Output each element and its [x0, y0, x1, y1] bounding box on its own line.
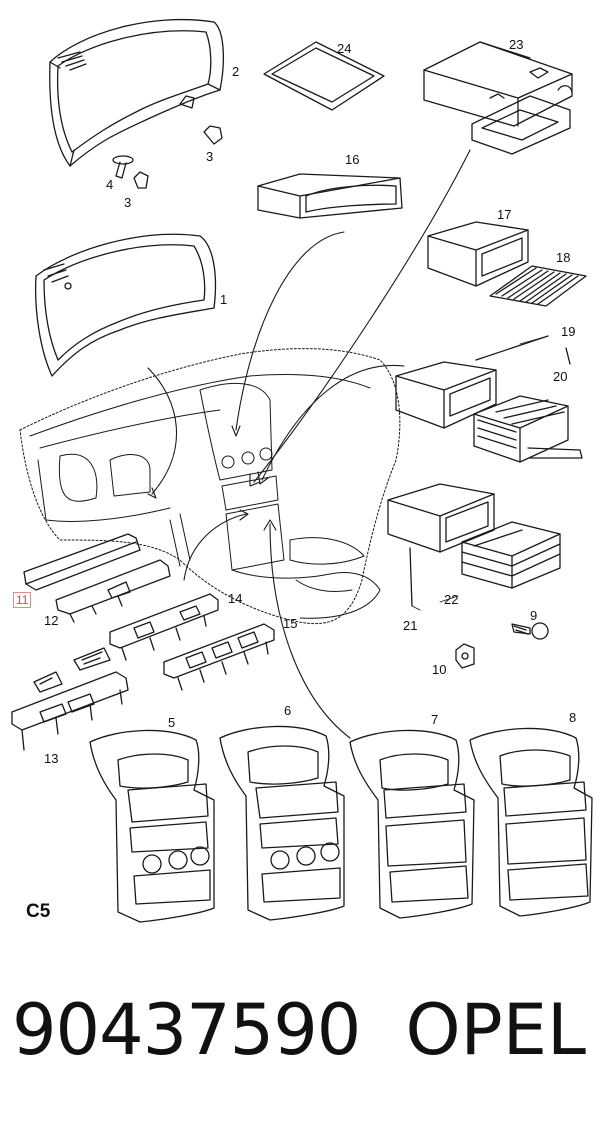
instrument-hood-upper-part — [50, 20, 224, 166]
callout-19: 19 — [561, 324, 576, 339]
footer: 90437590 OPEL — [0, 995, 600, 1085]
dashboard-assembly — [20, 349, 400, 624]
storage-tray-part — [258, 174, 402, 218]
callout-3b: 3 — [124, 195, 132, 210]
arrow-box-to-dash — [254, 150, 470, 482]
callout-11: 11 — [13, 592, 32, 608]
callout-1: 1 — [220, 292, 228, 307]
center-bezel-6-part — [220, 726, 344, 920]
lower-pocket-part — [388, 484, 494, 606]
nut-clip-part — [456, 644, 474, 668]
leader-lines — [412, 336, 548, 610]
callout-17: 17 — [497, 207, 512, 222]
radio-pocket-part — [396, 336, 548, 428]
assembly-arrows — [148, 150, 470, 738]
cassette-stack-part — [462, 522, 560, 588]
callout-18: 18 — [556, 250, 571, 265]
callout-24: 24 — [337, 41, 352, 56]
callout-8: 8 — [569, 710, 577, 725]
section-code-label: C5 — [26, 901, 51, 922]
arrow-switch-to-dash — [184, 514, 246, 580]
screw-part — [512, 623, 548, 639]
callout-7: 7 — [431, 712, 439, 727]
callout-6: 6 — [284, 703, 292, 718]
storage-mat-part — [264, 42, 384, 110]
callout-3a: 3 — [206, 149, 214, 164]
storage-box-part — [424, 42, 572, 154]
arrow-tray-to-dash — [236, 232, 344, 430]
callout-5: 5 — [168, 715, 176, 730]
brand-name: OPEL — [405, 989, 586, 1071]
callout-14: 14 — [228, 591, 243, 606]
center-bezel-8-part — [470, 728, 592, 916]
part-number: 90437590 — [12, 989, 361, 1071]
switch-panel-small-part — [110, 594, 218, 660]
callout-9: 9 — [530, 608, 538, 623]
callout-21: 21 — [403, 618, 418, 633]
callout-4: 4 — [106, 177, 114, 192]
exploded-parts-diagram — [0, 0, 600, 960]
arrow-bezel7-to-dash — [270, 524, 350, 738]
switch-panel-part — [56, 560, 170, 622]
callout-20: 20 — [553, 369, 568, 384]
callout-22: 22 — [444, 592, 459, 607]
switch-panel-left-part — [12, 648, 128, 750]
callout-13: 13 — [44, 751, 59, 766]
callout-23: 23 — [509, 37, 524, 52]
switch-panel-large-part — [164, 624, 274, 690]
center-bezel-7-part — [350, 730, 474, 918]
arrow-hood-to-dash — [148, 368, 177, 494]
ribbed-mat-part — [490, 266, 586, 306]
callout-12: 12 — [44, 613, 59, 628]
clip-part — [134, 126, 222, 188]
instrument-hood-lower-part — [36, 234, 216, 376]
callout-10: 10 — [432, 662, 447, 677]
center-bezel-5-part — [90, 730, 214, 922]
arrow-pocket-to-dash — [262, 365, 404, 480]
callout-15: 15 — [283, 616, 298, 631]
radio-unit-part — [474, 348, 582, 462]
push-pin-part — [113, 156, 133, 178]
storage-pocket-part — [428, 222, 528, 286]
callout-16: 16 — [345, 152, 360, 167]
callout-2: 2 — [232, 64, 240, 79]
switch-panel-strip-part — [24, 534, 140, 590]
